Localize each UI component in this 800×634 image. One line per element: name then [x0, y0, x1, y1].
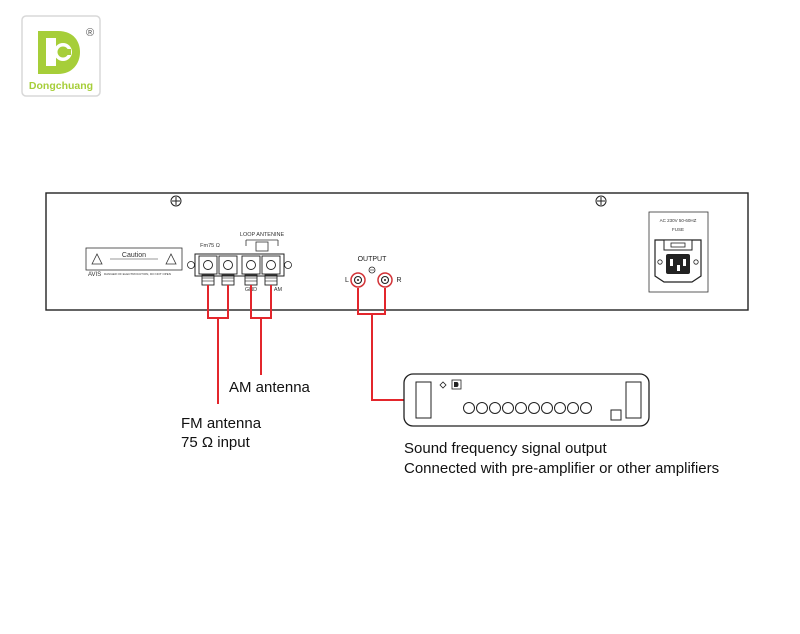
power-inlet-panel: AC 230V 50-60HZ FUSE — [648, 211, 709, 293]
rca-jack-left[interactable] — [350, 272, 366, 288]
terminal-screw-icon — [187, 261, 195, 269]
am-antenna-annotation: AM antenna — [229, 379, 310, 396]
logo-frame — [21, 15, 101, 97]
amplifier-knob[interactable] — [528, 402, 540, 414]
rca-jack-right[interactable] — [377, 272, 393, 288]
fm-antenna-annotation-line1: FM antenna — [181, 415, 262, 432]
fm-antenna-wire — [207, 285, 229, 404]
terminal-am[interactable] — [261, 255, 281, 286]
fuse-label: FUSE — [672, 227, 684, 232]
ground-screw-icon — [368, 266, 376, 274]
amplifier-power-switch[interactable] — [610, 409, 622, 421]
rear-panel: Caution AVIS DANGER OF ELECTROCUTION, DO… — [45, 192, 749, 311]
caution-brand-mark: AVIS — [88, 272, 101, 278]
fm-jack-label: Fm75 Ω — [200, 243, 220, 249]
amplifier-knob[interactable] — [476, 402, 488, 414]
terminal-fm-2[interactable] — [218, 255, 238, 286]
warning-triangle-icon — [165, 253, 177, 265]
amplifier-brand-icon — [451, 379, 462, 390]
registered-mark: ® — [86, 27, 94, 39]
terminal-screw-icon — [284, 261, 292, 269]
right-channel-label: R — [396, 277, 401, 284]
indicator-diamond-icon — [439, 381, 447, 389]
brand-name: Dongchuang — [29, 80, 93, 92]
loop-antenna-label: LOOP ANTENINE — [240, 232, 285, 238]
am-antenna-wire — [250, 285, 272, 375]
power-rating-label: AC 230V 50-60HZ — [660, 218, 697, 223]
amplifier-knob[interactable] — [580, 402, 592, 414]
connection-wires — [207, 285, 405, 404]
left-channel-label: L — [345, 277, 349, 284]
amplifier-knob[interactable] — [515, 402, 527, 414]
am-label: AM — [274, 287, 283, 293]
warning-triangle-icon — [91, 253, 103, 265]
amplifier-knob[interactable] — [541, 402, 553, 414]
caution-label: Caution AVIS DANGER OF ELECTROCUTION, DO… — [85, 247, 183, 278]
external-amplifier — [403, 373, 650, 427]
amplifier-knob[interactable] — [502, 402, 514, 414]
caution-title: Caution — [122, 252, 146, 259]
caution-small-text: DANGER OF ELECTROCUTION, DO NOT OPEN — [104, 272, 171, 276]
output-label: OUTPUT — [358, 256, 388, 263]
mounting-screw-right — [595, 195, 607, 207]
dongchuang-d-logo-icon — [38, 31, 80, 74]
amplifier-knob-row — [463, 402, 592, 414]
amplifier-knob[interactable] — [489, 402, 501, 414]
sound-output-annotation-line2: Connected with pre-amplifier or other am… — [404, 460, 720, 477]
amplifier-knob[interactable] — [554, 402, 566, 414]
mounting-screw-left — [170, 195, 182, 207]
fm-antenna-annotation-line2: 75 Ω input — [181, 434, 250, 451]
brand-logo: ® Dongchuang — [21, 15, 101, 97]
audio-output-group: OUTPUT L R — [345, 256, 402, 288]
amplifier-knob[interactable] — [463, 402, 475, 414]
audio-output-wire — [357, 288, 405, 401]
amplifier-knob[interactable] — [567, 402, 579, 414]
iec-power-socket-icon[interactable] — [654, 239, 702, 283]
sound-output-annotation-line1: Sound frequency signal output — [404, 440, 607, 457]
